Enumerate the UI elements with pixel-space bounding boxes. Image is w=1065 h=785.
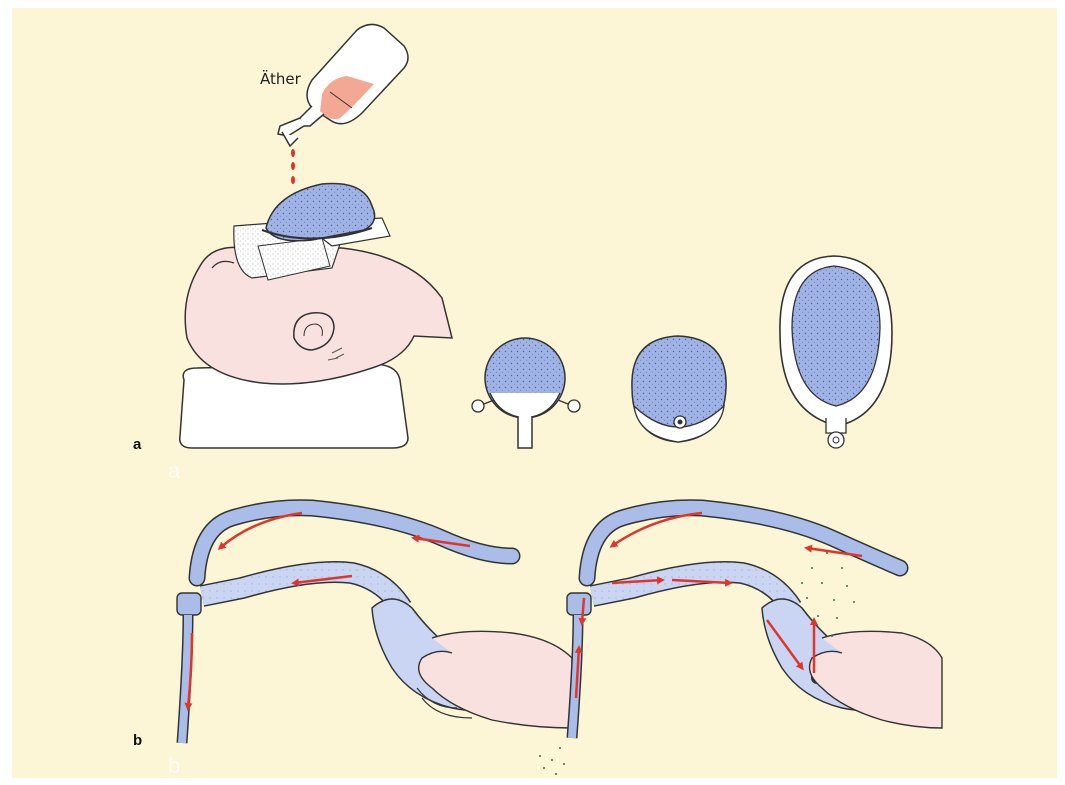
- panel-b-label: b: [133, 732, 142, 749]
- mask-view-top: [472, 338, 580, 448]
- mask-view-front: [632, 336, 726, 442]
- illustration-canvas: [12, 8, 1057, 778]
- panel-a-ghost-label: a: [168, 458, 180, 484]
- ether-drops: [291, 149, 295, 184]
- face-mask: [262, 183, 375, 240]
- panel-a-label: a: [133, 436, 141, 453]
- tube-assembly-right: [539, 508, 942, 775]
- ether-label: Äther: [260, 70, 301, 88]
- tube-assembly-left: [177, 508, 572, 743]
- panel-b-ghost-label: b: [168, 753, 180, 779]
- mask-view-oval: [780, 256, 892, 448]
- illustration-figure: Äther a a b b: [12, 8, 1057, 778]
